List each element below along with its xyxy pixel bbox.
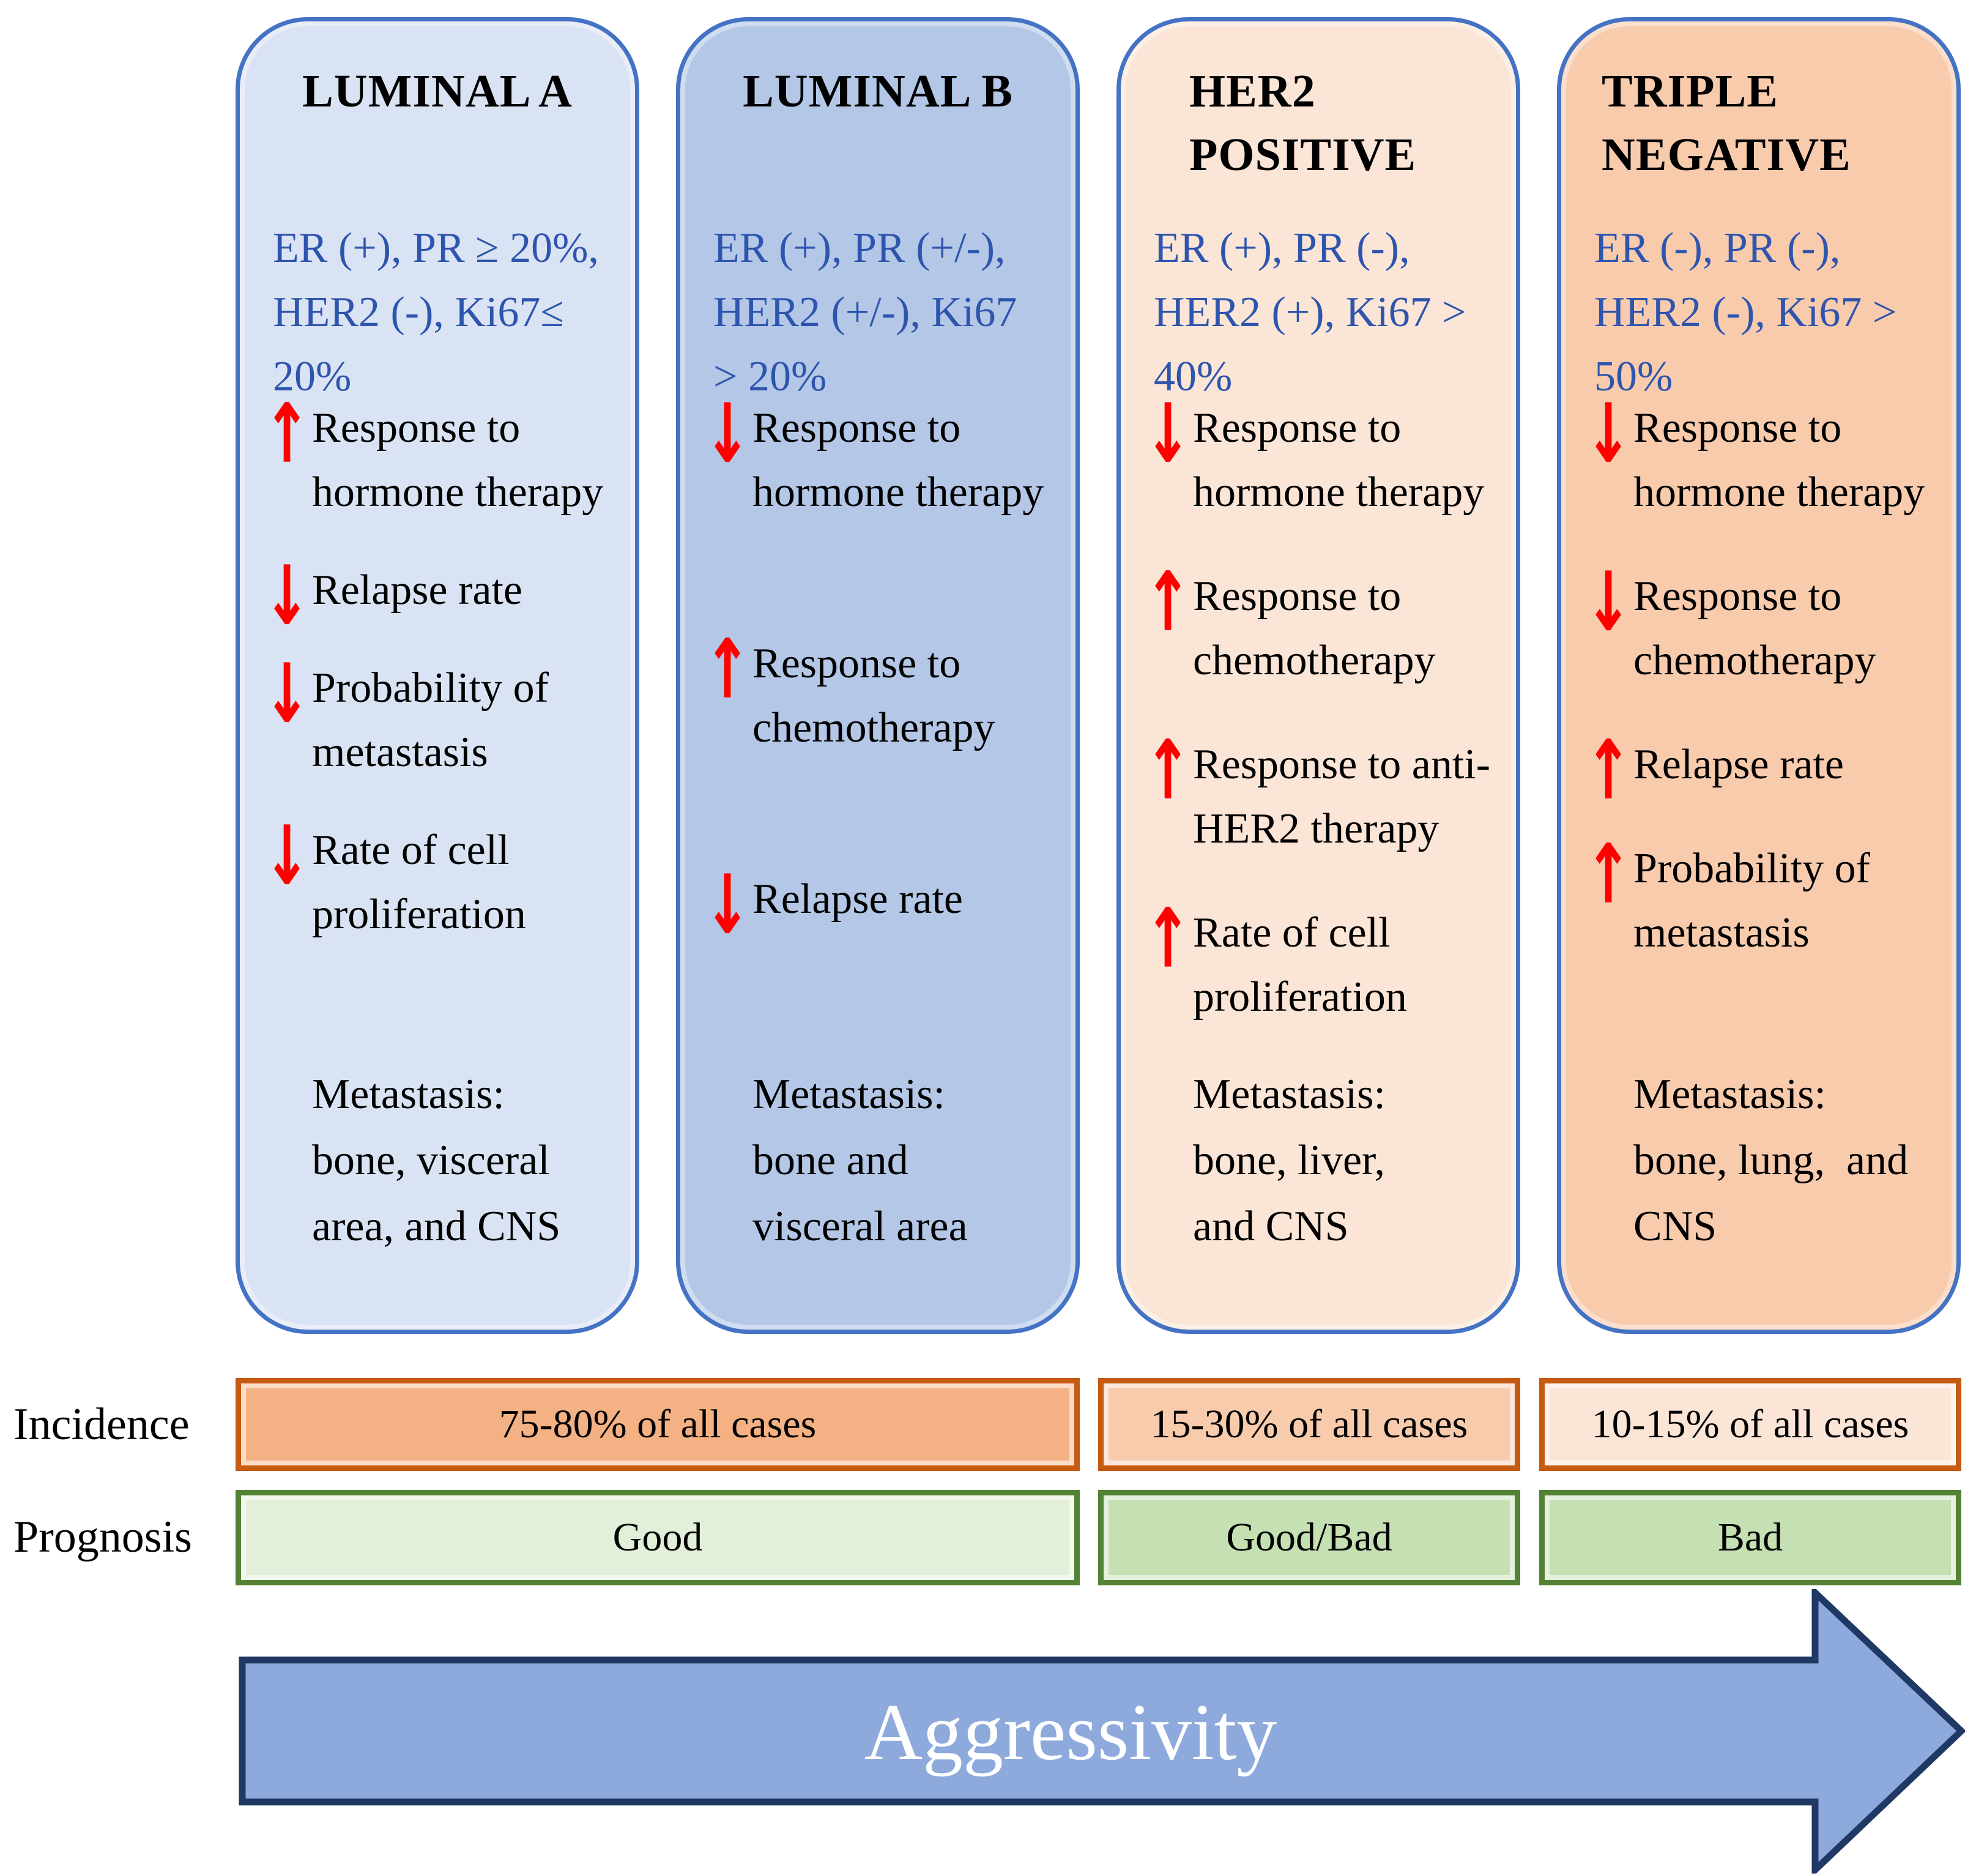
metastasis-text: Metastasis: bone, lung, and CNS: [1633, 1071, 1909, 1250]
up-arrow-icon: ↑: [1584, 827, 1632, 922]
down-arrow-icon: ↓: [263, 808, 311, 904]
feature-row: ↓ Rate of cell proliferation: [262, 810, 623, 947]
prognosis-bar-her2-positive: Good/Bad: [1098, 1490, 1520, 1585]
up-arrow-icon: ↑: [1584, 723, 1632, 818]
card-title: LUMINAL B: [743, 65, 1013, 117]
metastasis-text: Metastasis: bone and visceral area: [752, 1071, 968, 1250]
feature-label: Rate of cell proliferation: [312, 827, 526, 938]
feature-label: Probability of metastasis: [312, 664, 549, 776]
down-arrow-icon: ↓: [704, 386, 751, 482]
feature-label: Response to anti- HER2 therapy: [1193, 741, 1491, 852]
down-arrow-icon: ↓: [1144, 386, 1192, 482]
biomarker-text: ER (+), PR ≥ 20%, HER2 (-), Ki67≤ 20%: [273, 225, 599, 400]
prognosis-bar-luminal: Good: [236, 1490, 1080, 1585]
feature-row: ↑ Response to chemotherapy: [1143, 556, 1504, 693]
feature-label: Relapse rate: [1633, 741, 1844, 788]
feature-label: Response to hormone therapy: [1193, 404, 1485, 516]
feature-row: ↑ Probability of metastasis: [1583, 828, 1944, 965]
feature-row: ↓ Response to chemotherapy: [1583, 556, 1944, 693]
feature-label: Response to chemotherapy: [1633, 573, 1876, 684]
incidence-bar-her2-positive: 15-30% of all cases: [1098, 1378, 1520, 1471]
aggressivity-arrow-shape: [239, 1589, 1965, 1874]
up-arrow-icon: ↑: [704, 622, 751, 717]
feature-row: ↓ Response to hormone therapy: [1143, 387, 1504, 524]
feature-label: Probability of metastasis: [1633, 845, 1870, 956]
prognosis-label: Prognosis: [13, 1512, 192, 1562]
feature-row: ↑ Response to hormone therapy: [262, 387, 623, 524]
card-title: TRIPLE NEGATIVE: [1602, 65, 1851, 181]
card-title: HER2 POSITIVE: [1189, 65, 1417, 181]
feature-label: Response to hormone therapy: [752, 404, 1044, 516]
feature-label: Response to chemotherapy: [1193, 573, 1436, 684]
up-arrow-icon: ↑: [1144, 723, 1192, 818]
incidence-label: Incidence: [13, 1399, 190, 1450]
down-arrow-icon: ↓: [1584, 554, 1632, 650]
card-triple-negative: TRIPLE NEGATIVE ER (-), PR (-), HER2 (-)…: [1557, 17, 1961, 1334]
feature-label: Rate of cell proliferation: [1193, 909, 1407, 1021]
feature-row: ↓ Relapse rate: [262, 549, 623, 642]
prognosis-bar-triple-negative: Bad: [1539, 1490, 1961, 1585]
feature-row: ↑ Rate of cell proliferation: [1143, 892, 1504, 1029]
feature-row: ↑ Response to anti- HER2 therapy: [1143, 724, 1504, 861]
card-luminal-a: LUMINAL A ER (+), PR ≥ 20%, HER2 (-), Ki…: [236, 17, 639, 1334]
aggressivity-arrow: Aggressivity: [239, 1589, 1965, 1874]
biomarker-text: ER (+), PR (-), HER2 (+), Ki67 > 40%: [1154, 225, 1466, 400]
feature-row: ↓ Response to hormone therapy: [702, 387, 1063, 524]
up-arrow-icon: ↑: [1144, 554, 1192, 650]
up-arrow-icon: ↑: [1144, 891, 1192, 986]
feature-row: ↓ Relapse rate: [702, 858, 1063, 951]
incidence-bar-luminal: 75-80% of all cases: [236, 1378, 1080, 1471]
biomarker-text: ER (-), PR (-), HER2 (-), Ki67 > 50%: [1594, 225, 1897, 400]
feature-list: ↓ Response to hormone therapy ↓ Response…: [1583, 387, 1944, 965]
feature-list: ↓ Response to hormone therapy ↑ Response…: [702, 387, 1063, 951]
incidence-bar-triple-negative: 10-15% of all cases: [1539, 1378, 1961, 1471]
card-title: LUMINAL A: [302, 65, 573, 117]
metastasis-text: Metastasis: bone, visceral area, and CNS: [312, 1071, 561, 1250]
card-her2-positive: HER2 POSITIVE ER (+), PR (-), HER2 (+), …: [1116, 17, 1520, 1334]
down-arrow-icon: ↓: [263, 548, 311, 644]
feature-label: Response to hormone therapy: [312, 404, 604, 516]
aggressivity-label: Aggressivity: [864, 1687, 1277, 1777]
feature-row: ↑ Relapse rate: [1583, 724, 1944, 817]
feature-label: Relapse rate: [752, 876, 963, 923]
feature-label: Response to chemotherapy: [752, 640, 995, 751]
metastasis-text: Metastasis: bone, liver, and CNS: [1193, 1071, 1386, 1250]
up-arrow-icon: ↑: [263, 386, 311, 482]
feature-row: ↓ Probability of metastasis: [262, 647, 623, 784]
feature-list: ↑ Response to hormone therapy ↓ Relapse …: [262, 387, 623, 947]
card-luminal-b: LUMINAL B ER (+), PR (+/-), HER2 (+/-), …: [676, 17, 1080, 1334]
down-arrow-icon: ↓: [1584, 386, 1632, 482]
feature-row: ↑ Response to chemotherapy: [702, 623, 1063, 760]
feature-label: Relapse rate: [312, 567, 522, 614]
feature-label: Response to hormone therapy: [1633, 404, 1925, 516]
down-arrow-icon: ↓: [704, 857, 751, 953]
feature-list: ↓ Response to hormone therapy ↑ Response…: [1143, 387, 1504, 1029]
biomarker-text: ER (+), PR (+/-), HER2 (+/-), Ki67 > 20%: [713, 225, 1017, 400]
feature-row: ↓ Response to hormone therapy: [1583, 387, 1944, 524]
down-arrow-icon: ↓: [263, 646, 311, 742]
